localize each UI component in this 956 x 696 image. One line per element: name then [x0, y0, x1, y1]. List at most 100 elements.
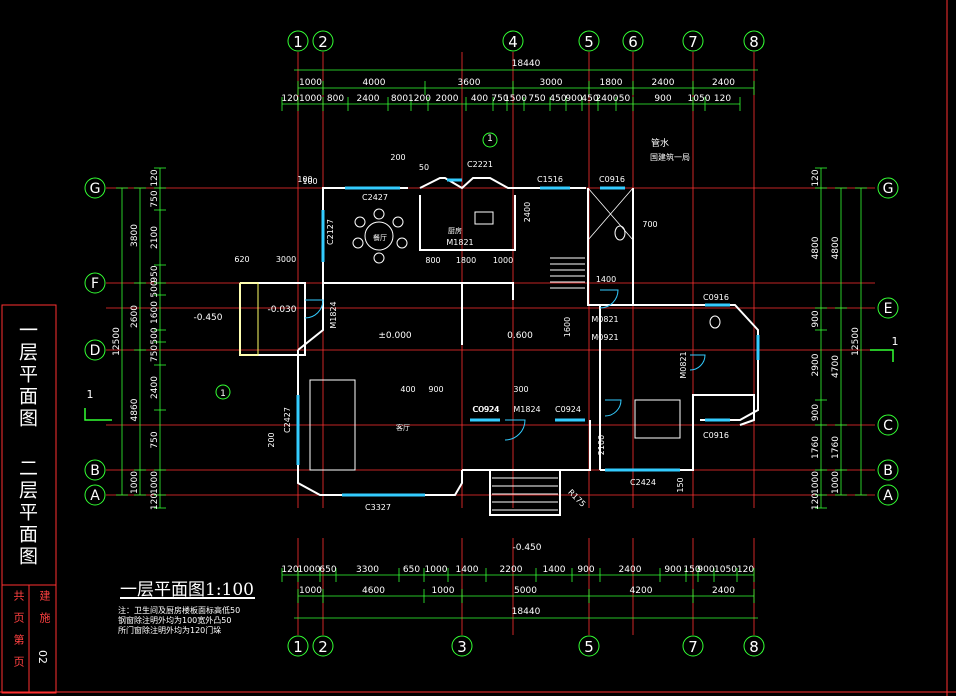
- section-mark-right: 1: [892, 335, 899, 348]
- dimension-label: 4700: [831, 355, 841, 378]
- elevation-label: -0.030: [267, 305, 296, 315]
- dining-chair: [396, 237, 408, 249]
- dimension-total-bottom: 18440: [512, 607, 541, 617]
- dimension-label: 2600: [130, 305, 140, 328]
- wall-bedroom: [600, 394, 755, 471]
- axis-bubble-label: A: [90, 488, 100, 504]
- elevation-label: 0.600: [507, 331, 533, 341]
- axis-bubble: [84, 459, 106, 481]
- axis-bubble: [287, 30, 309, 52]
- misc-dim-label: 2400: [523, 202, 532, 222]
- elevation-label: ±0.000: [378, 331, 412, 341]
- dimension-total-top: 18440: [512, 59, 541, 69]
- dimension-label: 1000: [425, 565, 448, 575]
- dimension-label: 12500: [112, 327, 122, 356]
- opening-label: C2127: [326, 219, 335, 245]
- wall-stair-east: [587, 188, 633, 306]
- windows: [296, 178, 760, 497]
- axis-bubble-label: 6: [628, 33, 638, 51]
- room-label-dining: 餐厅: [373, 233, 387, 242]
- axis-bubble: [877, 297, 899, 319]
- dimension-label: 120: [714, 94, 731, 104]
- stamp-row-1: 建: [36, 590, 52, 601]
- axis-bubble: [877, 459, 899, 481]
- opening-label: C2221: [467, 160, 493, 169]
- door-M0821: [599, 289, 619, 309]
- dimension-label: 2400: [596, 94, 619, 104]
- stove: [474, 211, 494, 225]
- stamp-cell: 建: [38, 590, 51, 601]
- room-label-living: 客厅: [396, 423, 410, 432]
- axis-bubble: [84, 484, 106, 506]
- dimension-label: 750: [150, 345, 160, 362]
- bed: [634, 399, 681, 439]
- opening-label: C3327: [365, 503, 391, 512]
- wall-living-nw: [297, 283, 324, 351]
- dining-table: [364, 221, 394, 251]
- dimension-label: 2900: [811, 353, 821, 376]
- door-bedroom: [604, 399, 622, 417]
- pipe-label-2: 国建筑一局: [650, 152, 690, 162]
- dimension-label: 1000: [150, 471, 160, 494]
- dimension-label: 3800: [130, 224, 140, 247]
- note-line: 所门窗除注明外均为120门垛: [118, 626, 222, 635]
- dimension-label: 2100: [150, 226, 160, 249]
- title-underline: [120, 597, 255, 599]
- elevation-label: -0.450: [512, 543, 541, 553]
- porch-column: [239, 282, 259, 356]
- opening-label: M1824: [329, 301, 338, 328]
- axis-bubble: [877, 414, 899, 436]
- toilet: [614, 225, 626, 241]
- dimension-label: 1000: [299, 78, 322, 88]
- stamp-cell-7: 页: [12, 656, 25, 667]
- dimension-label: 900: [664, 565, 681, 575]
- axis-bubble-label: C: [883, 418, 893, 434]
- misc-dim-label: 800: [425, 256, 440, 265]
- misc-dim-label: 100: [302, 177, 317, 186]
- wall-kitchen: [419, 195, 516, 251]
- dimension-label: 120: [811, 169, 821, 186]
- note-line: 注：卫生间及厨房楼板面标高低50: [118, 606, 241, 615]
- shaft-cross: [587, 187, 634, 241]
- section-mark-label: 1: [487, 134, 493, 144]
- axis-bubble: [502, 30, 524, 52]
- axis-bubble-label: 7: [688, 33, 698, 51]
- dimension-label: 3000: [540, 78, 563, 88]
- misc-dim-label: 1600: [563, 317, 572, 337]
- walls: [239, 177, 759, 516]
- dimension-label: 900: [565, 94, 582, 104]
- dimension-label: 1000: [811, 471, 821, 494]
- dimension-label: 750: [150, 190, 160, 207]
- dimension-label: 900: [577, 565, 594, 575]
- stamp-cell-2: 施: [38, 612, 51, 623]
- axis-bubble: [84, 177, 106, 199]
- opening-label: C0924: [473, 405, 499, 414]
- section-cut-right: [870, 349, 894, 362]
- detail-mark-label: 1: [220, 389, 226, 399]
- dimension-label: 1600: [150, 301, 160, 324]
- dimension-label: 650: [403, 565, 420, 575]
- wall-entrance: [462, 420, 591, 471]
- opening-label: M0821: [591, 315, 618, 324]
- opening-label: CO924: [472, 405, 499, 414]
- axis-bubble-label: 1: [293, 638, 303, 656]
- dimension-label: 450: [549, 94, 566, 104]
- misc-dim-label: 200: [390, 153, 405, 162]
- dimension-label: 2400: [712, 78, 735, 88]
- dimension-label: 750: [528, 94, 545, 104]
- dimension-label: 4800: [831, 236, 841, 259]
- dimension-label: 12500: [851, 327, 861, 356]
- dimension-label: 400: [471, 94, 488, 104]
- misc-dim-label: 400: [400, 385, 415, 394]
- door-M1824: [504, 419, 526, 441]
- dimension-label: 800: [391, 94, 408, 104]
- axis-bubble-label: G: [90, 181, 101, 197]
- axis-bubble: [682, 30, 704, 52]
- dimension-label: 2400: [712, 586, 735, 596]
- dimension-label: 120: [281, 94, 298, 104]
- dimension-label: 800: [327, 94, 344, 104]
- door-M1824-porch: [304, 299, 324, 319]
- dimension-label: 4600: [362, 586, 385, 596]
